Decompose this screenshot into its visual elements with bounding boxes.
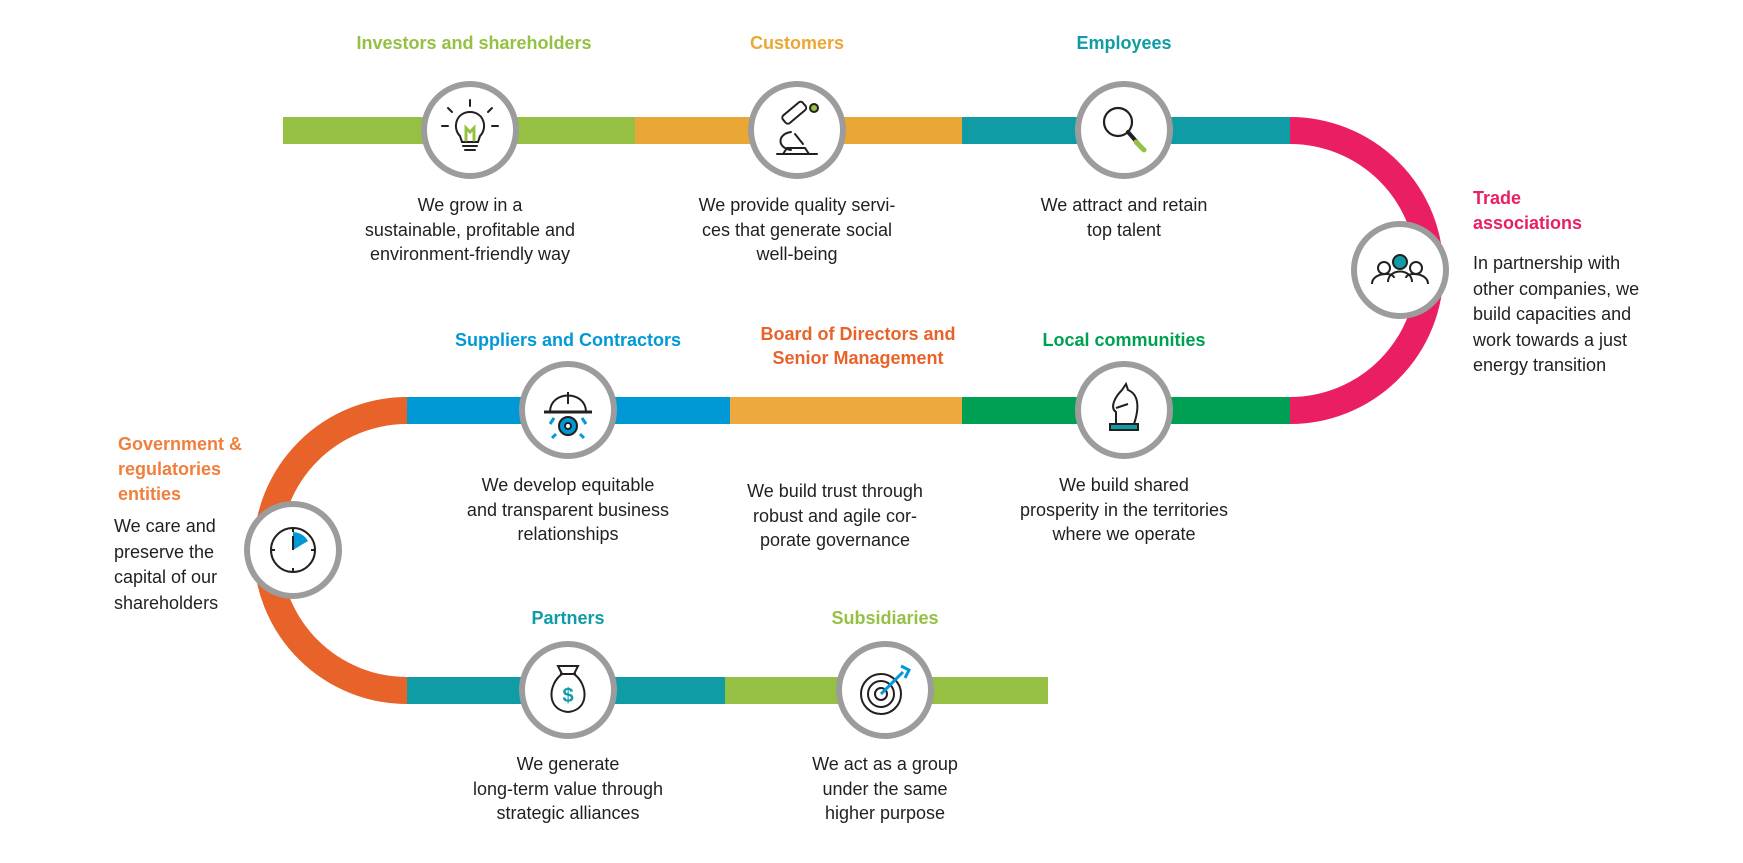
title-trade: Trade associations (1473, 188, 1583, 233)
lightbulb-icon (441, 99, 499, 151)
desc-subsidiaries: We act as a group under the same higher … (812, 754, 958, 823)
node-government (244, 501, 342, 599)
desc-government: We care and preserve the capital of our … (114, 516, 219, 613)
stopwatch-icon (270, 527, 316, 573)
title-local: Local communities (1042, 330, 1206, 350)
title-suppliers: Suppliers and Contractors (454, 330, 682, 350)
magnifier-icon (1102, 106, 1147, 153)
node-employees (1075, 81, 1173, 179)
desc-local: We build shared prosperity in the territ… (1019, 475, 1229, 544)
target-icon (860, 664, 912, 715)
title-partners: Partners (531, 608, 605, 628)
node-subsidiaries (836, 641, 934, 739)
people-group-icon (1371, 254, 1429, 285)
desc-trade: In partnership with other companies, we … (1473, 253, 1640, 375)
node-investors (421, 81, 519, 179)
desc-investors: We grow in a sustainable, profitable and… (364, 195, 576, 264)
node-suppliers (519, 361, 617, 459)
node-customers (748, 81, 846, 179)
desc-customers: We provide quality servi- ces that gener… (698, 195, 896, 264)
money-bag-icon: $ (550, 665, 586, 714)
desc-employees: We attract and retain top talent (1040, 195, 1208, 240)
title-customers: Customers (749, 33, 845, 53)
desc-board: We build trust through robust and agile … (747, 481, 923, 550)
microscope-icon (776, 100, 819, 155)
title-employees: Employees (1076, 33, 1172, 53)
desc-partners: We generate long-term value through stra… (472, 754, 664, 823)
svg-text:$: $ (562, 685, 573, 707)
node-local (1075, 361, 1173, 459)
hardhat-gear-icon (544, 392, 592, 440)
title-board: Board of Directors and Senior Management (760, 324, 956, 368)
node-partners: $ (519, 641, 617, 739)
node-trade (1351, 221, 1449, 319)
title-government: Government & regulatories entities (118, 434, 243, 504)
chess-knight-icon (1109, 381, 1139, 431)
title-investors: Investors and shareholders (356, 33, 592, 53)
band-board (730, 397, 962, 424)
title-subsidiaries: Subsidiaries (831, 608, 939, 628)
desc-suppliers: We develop equitable and transparent bus… (466, 475, 670, 544)
